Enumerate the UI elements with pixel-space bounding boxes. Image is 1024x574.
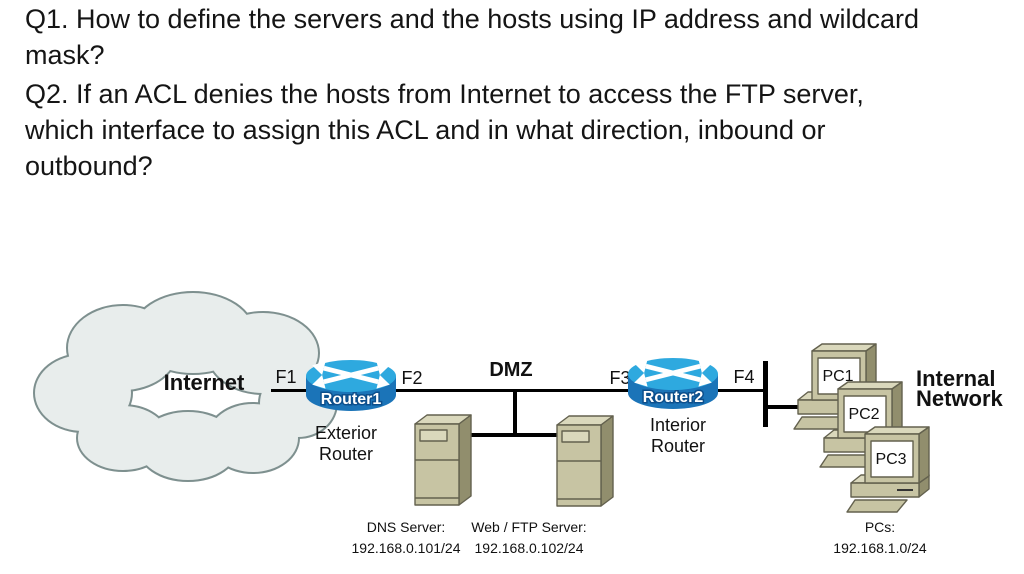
web-ftp-server-caption-line2: 192.168.0.102/24 — [474, 540, 584, 556]
router1-name-label: Router1 — [321, 391, 382, 408]
router-arrows-icon — [312, 361, 390, 389]
router2-role-line1: Interior — [649, 415, 707, 435]
router1-role-line1: Exterior — [314, 423, 377, 443]
q2-line-2: which interface to assign this ACL and i… — [25, 115, 826, 145]
pc3-icon: PC3 — [846, 426, 930, 513]
dmz-drop-line — [513, 391, 517, 435]
pcs-caption-line1: PCs: — [864, 519, 896, 535]
question-text: Q1. How to define the servers and the ho… — [25, 1, 1024, 184]
web-ftp-server-caption: Web / FTP Server: 192.168.0.102/24 — [454, 517, 604, 559]
interface-label-f3: F3 — [609, 368, 631, 388]
router-arrows-icon — [634, 359, 712, 387]
interface-label-f1: F1 — [275, 367, 297, 387]
internal-network-line1: Internal — [916, 366, 996, 391]
pcs-caption-line2: 192.168.1.0/24 — [833, 540, 927, 556]
dmz-label: DMZ — [489, 359, 533, 381]
dns-server-caption: DNS Server: 192.168.0.101/24 — [331, 517, 481, 559]
pc3-label: PC3 — [875, 451, 906, 468]
interface-label-f2: F2 — [401, 368, 423, 388]
q1-line-2: mask? — [25, 40, 105, 70]
pc1-label: PC1 — [822, 368, 853, 385]
router2-role-line2: Router — [650, 436, 706, 456]
internal-bus-line — [763, 361, 768, 427]
internet-label: Internet — [163, 370, 245, 395]
q1-line-1: Q1. How to define the servers and the ho… — [25, 4, 920, 34]
server-connector-line — [466, 433, 558, 437]
dns-server-icon — [414, 414, 472, 506]
main-segment-line — [271, 389, 765, 392]
web-ftp-server-caption-line1: Web / FTP Server: — [471, 519, 587, 535]
router1-icon: Router1 — [306, 360, 396, 411]
web-ftp-server-icon — [556, 415, 614, 507]
interface-label-f4: F4 — [733, 367, 755, 387]
bus-to-pc-line — [766, 405, 802, 409]
dns-server-caption-line1: DNS Server: — [366, 519, 446, 535]
router1-role-line2: Router — [318, 444, 374, 464]
internet-cloud-icon — [33, 291, 338, 482]
router1-role-label: Exterior Router — [306, 423, 386, 465]
q2-line-3: outbound? — [25, 151, 153, 181]
router2-name-label: Router2 — [643, 389, 704, 406]
cloud-fill — [35, 293, 336, 480]
internal-network-label: Internal Network — [916, 366, 1003, 411]
internal-network-line2: Network — [916, 386, 1003, 411]
q2-line-1: Q2. If an ACL denies the hosts from Inte… — [25, 79, 864, 109]
router2-icon: Router2 — [628, 358, 718, 409]
pcs-caption: PCs: 192.168.1.0/24 — [805, 517, 955, 559]
pc2-label: PC2 — [848, 406, 879, 423]
dns-server-caption-line2: 192.168.0.101/24 — [351, 540, 461, 556]
router2-role-label: Interior Router — [638, 415, 718, 457]
